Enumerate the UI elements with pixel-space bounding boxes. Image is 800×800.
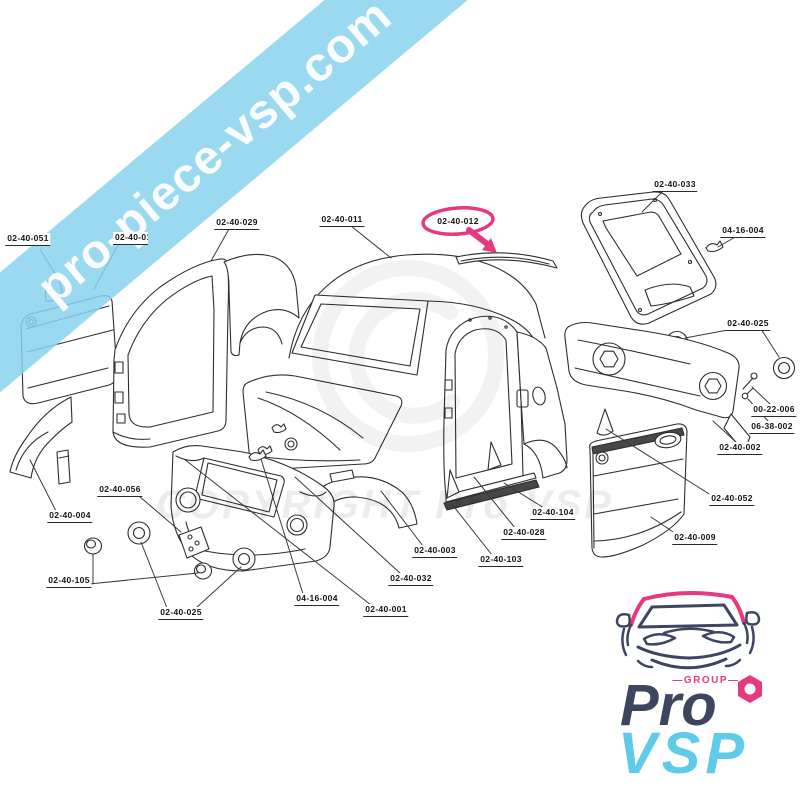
part-label-02-40-004: 02-40-004 [47, 510, 93, 523]
part-clip-right [705, 240, 724, 253]
part-grommets-bottom [127, 521, 256, 571]
provsp-logo: —GROUP— Pro VSP [615, 591, 762, 786]
part-label-00-22-006: 00-22-006 [751, 404, 797, 417]
part-label-04-16-004-bottom: 04-16-004 [294, 593, 340, 606]
part-side-frame [112, 258, 230, 448]
part-label-02-40-052: 02-40-052 [709, 493, 755, 506]
part-clip-bottom [248, 449, 267, 462]
part-right-door [589, 423, 688, 558]
part-hood [242, 374, 403, 471]
part-pillar-wedges [446, 441, 502, 499]
part-label-02-40-033: 02-40-033 [652, 179, 698, 192]
part-label-02-40-032: 02-40-032 [388, 573, 434, 586]
part-label-02-40-011: 02-40-011 [319, 214, 365, 227]
part-label-02-40-104: 02-40-104 [530, 507, 576, 520]
part-front-bumper [170, 445, 335, 572]
part-label-02-40-025-bottom: 02-40-025 [158, 607, 204, 620]
part-fastener [741, 387, 754, 400]
part-bracket [178, 526, 210, 559]
part-label-02-40-003: 02-40-003 [412, 545, 458, 558]
leader-lines [29, 190, 780, 609]
part-corner-trim-right [596, 408, 614, 436]
part-label-02-40-010: 02-40-010 [113, 232, 148, 245]
part-label-02-40-029: 02-40-029 [214, 217, 260, 230]
logo-brand-pro: Pro [620, 673, 717, 738]
car-front-outline-icon [615, 591, 761, 670]
part-label-02-40-002: 02-40-002 [717, 442, 763, 455]
part-label-02-40-103: 02-40-103 [478, 554, 524, 567]
part-label-04-16-004-right: 04-16-004 [720, 225, 766, 238]
part-rear-bumper [564, 321, 751, 453]
logo-brand-vsp: VSP [618, 721, 749, 786]
part-label-02-40-001: 02-40-001 [363, 604, 409, 617]
part-label-02-40-012: 02-40-012 [437, 216, 479, 226]
part-sill-panel [445, 472, 537, 503]
part-label-02-40-009: 02-40-009 [672, 532, 718, 545]
part-roof-trim-strip [455, 252, 558, 269]
part-label-02-40-051: 02-40-051 [5, 233, 51, 246]
part-label-02-40-025-right: 02-40-025 [725, 318, 771, 331]
copyright-watermark-text: COPYRIGHT Pro VSP [156, 483, 614, 527]
part-tailgate [580, 191, 717, 325]
part-screw [742, 372, 758, 390]
part-rear-quarter-left [223, 253, 300, 357]
part-plug-caps [83, 537, 213, 580]
copyright-watermark: COPYRIGHT Pro VSP [156, 260, 614, 527]
part-body-shell [288, 253, 568, 497]
part-label-06-38-002: 06-38-002 [749, 421, 795, 434]
logo-group-label: —GROUP— [672, 675, 739, 686]
part-label-02-40-105: 02-40-105 [46, 575, 92, 588]
part-label-02-40-028: 02-40-028 [501, 527, 547, 540]
part-front-fender-left [9, 396, 73, 485]
part-rocker-sill-dark [443, 479, 540, 511]
hex-nut-icon [738, 675, 762, 703]
part-label-02-40-056: 02-40-056 [97, 484, 143, 497]
